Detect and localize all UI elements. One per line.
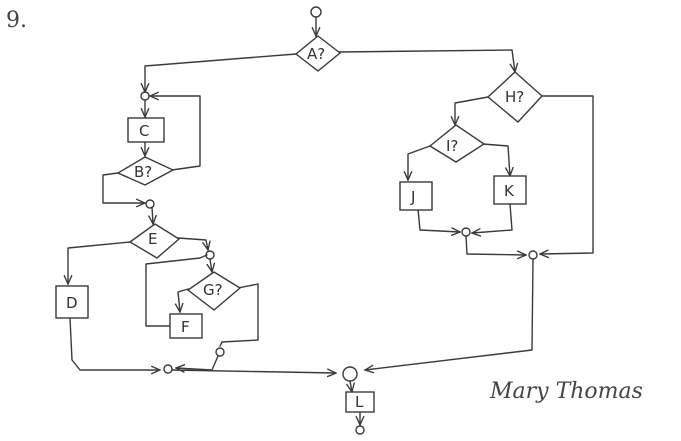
decision-node-a: A? [294, 35, 342, 72]
process-node-k: K [493, 175, 527, 205]
process-node-f: F [169, 313, 203, 339]
decision-node-g: G? [186, 271, 242, 311]
process-node-l: L [345, 391, 375, 413]
node-i-label: I? [446, 137, 458, 155]
node-j-label: J [410, 188, 415, 206]
process-node-c: C [127, 117, 165, 143]
decision-node-h: H? [486, 71, 543, 123]
node-k-label: K [504, 182, 515, 200]
node-e-label: E [148, 230, 157, 248]
node-g-label: G? [203, 281, 223, 299]
process-node-j: J [399, 181, 433, 211]
node-a-label: A? [307, 45, 325, 63]
node-f-label: F [181, 318, 190, 336]
signature: Mary Thomas [489, 379, 643, 404]
decision-node-b: B? [116, 156, 175, 186]
node-l-label: L [355, 393, 364, 411]
node-b-label: B? [134, 163, 152, 181]
problem-number: 9. [6, 8, 27, 33]
node-d-label: D [66, 294, 78, 312]
process-node-d: D [55, 285, 89, 319]
node-c-label: C [139, 122, 149, 140]
decision-node-e: E [128, 223, 181, 259]
connector-lines [68, 6, 594, 435]
decision-node-i: I? [428, 124, 486, 163]
node-h-label: H? [505, 88, 524, 106]
